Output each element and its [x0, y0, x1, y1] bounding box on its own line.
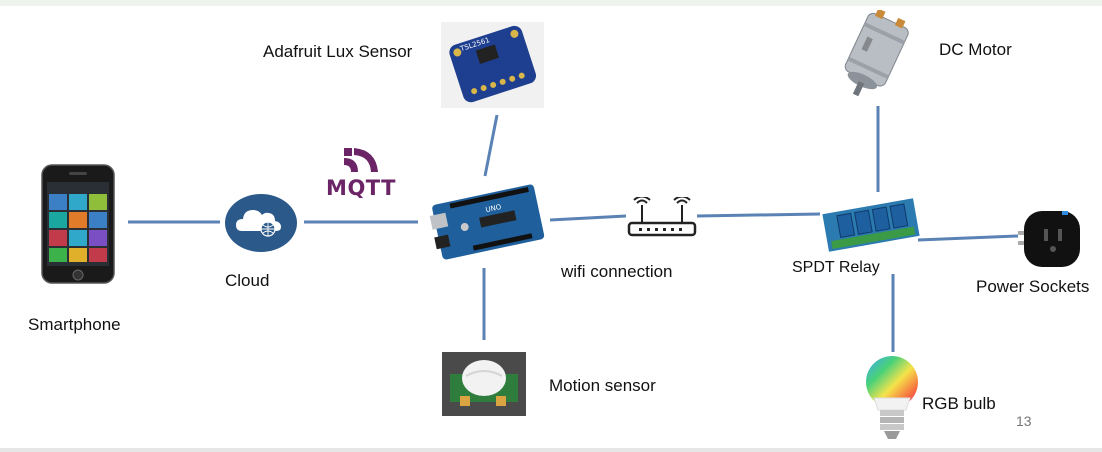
link-lux-arduino	[483, 114, 499, 177]
power-sockets-label: Power Sockets	[976, 277, 1090, 296]
mqtt-logo-text: MQTT	[326, 176, 396, 200]
power-socket-icon	[1018, 207, 1080, 269]
motion-sensor-icon	[442, 352, 526, 416]
lux-sensor-label: Adafruit Lux Sensor	[263, 42, 413, 61]
mqtt-logo-icon: MQTT	[326, 146, 396, 202]
rgb-bulb-label: RGB bulb	[922, 394, 996, 413]
arduino-board-icon: UNO	[428, 182, 548, 260]
motion-sensor-label: Motion sensor	[549, 376, 656, 395]
lux-sensor-icon: TSL2561	[441, 22, 544, 108]
spdt-relay-label: SPDT Relay	[792, 259, 880, 276]
link-arduino-router	[549, 214, 627, 222]
cloud-icon	[224, 193, 298, 253]
svg-text:UNO: UNO	[485, 203, 503, 214]
rgb-bulb-icon	[858, 354, 926, 446]
page-number: 13	[1016, 413, 1032, 429]
dc-motor-label: DC Motor	[939, 40, 1012, 59]
wifi-router-icon	[627, 195, 697, 239]
dc-motor-icon	[830, 8, 922, 102]
link-relay-socket	[917, 234, 1019, 242]
wifi-connection-label: wifi connection	[561, 262, 673, 281]
link-router-relay	[696, 212, 821, 218]
smartphone-label: Smartphone	[28, 315, 121, 334]
cloud-label: Cloud	[225, 271, 270, 290]
spdt-relay-icon	[821, 198, 921, 252]
smartphone-icon	[41, 164, 115, 284]
